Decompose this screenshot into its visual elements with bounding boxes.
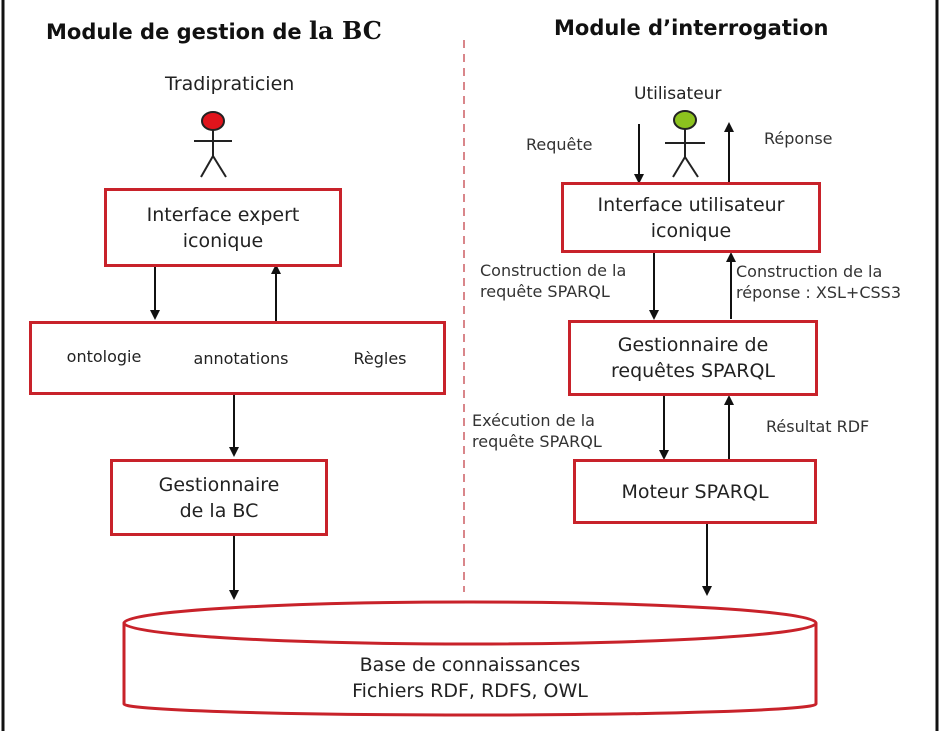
actor-head (201, 111, 225, 131)
user-interface-line2: iconique (650, 219, 732, 242)
kb-manager-line2: de la BC (179, 499, 259, 522)
left-heading-main: Module de gestion de (46, 20, 309, 44)
kb-manager-box: Gestionnaire de la BC (110, 459, 328, 536)
ontologie-label: ontologie (66, 347, 142, 366)
left-module-heading: Module de gestion de la BC (46, 16, 382, 45)
query-manager-line2: requêtes SPARQL (611, 360, 775, 382)
build-response-line1: Construction de la (736, 262, 883, 281)
query-manager-box: Gestionnaire de requêtes SPARQL (568, 320, 818, 396)
build-query-line1: Construction de la (480, 261, 627, 280)
build-query-label: Construction de la requête SPARQL (480, 260, 626, 302)
user-interface-box: Interface utilisateur iconique (561, 182, 821, 253)
sparql-engine-label: Moteur SPARQL (621, 480, 769, 503)
build-response-label: Construction de la réponse : XSL+CSS3 (736, 261, 901, 303)
query-manager-line1: Gestionnaire de (617, 334, 769, 356)
knowledge-base-line1: Base de connaissances (359, 654, 581, 676)
utilisateur-actor-icon (665, 110, 705, 178)
utilisateur-label: Utilisateur (634, 84, 722, 104)
build-query-line2: requête SPARQL (480, 282, 610, 301)
user-interface-line1: Interface utilisateur (597, 193, 785, 216)
response-label: Réponse (764, 129, 833, 148)
stores-box (29, 321, 446, 395)
knowledge-base-line2: Fichiers RDF, RDFS, OWL (352, 680, 588, 702)
knowledge-base-label: Base de connaissances Fichiers RDF, RDFS… (124, 652, 816, 704)
build-response-line2: réponse : XSL+CSS3 (736, 283, 901, 302)
expert-interface-line1: Interface expert (146, 203, 300, 226)
kb-manager-line1: Gestionnaire (158, 473, 280, 496)
right-module-heading: Module d’interrogation (554, 16, 829, 40)
knowledge-base-cylinder-icon (122, 600, 818, 717)
tradipraticien-actor-icon (194, 111, 232, 178)
request-label: Requête (526, 135, 593, 154)
regles-label: Règles (353, 349, 407, 368)
expert-interface-line2: iconique (182, 229, 264, 252)
exec-query-line1: Exécution de la (472, 411, 595, 430)
annotations-label: annotations (193, 349, 289, 368)
exec-query-line2: requête SPARQL (472, 432, 602, 451)
expert-interface-box: Interface expert iconique (104, 188, 342, 267)
exec-query-label: Exécution de la requête SPARQL (472, 410, 602, 452)
sparql-engine-box: Moteur SPARQL (573, 459, 817, 524)
left-heading-tail: la BC (308, 16, 382, 45)
actor-head (673, 110, 697, 130)
tradipraticien-label: Tradipraticien (165, 73, 295, 95)
rdf-result-label: Résultat RDF (766, 417, 870, 436)
